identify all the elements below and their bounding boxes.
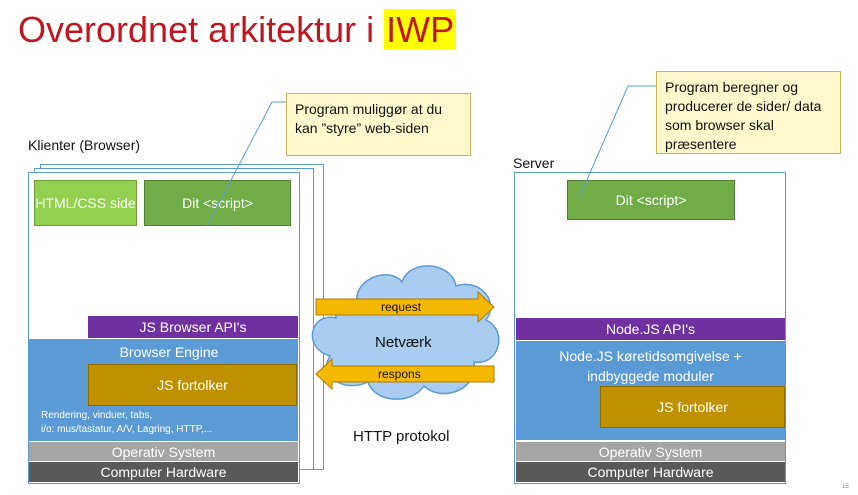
server-runtime-label: Node.JS køretidsomgivelse + indbyggede m…: [559, 348, 742, 384]
network-cloud-label: Netværk: [375, 334, 432, 351]
request-arrow: [315, 290, 495, 324]
client-details-line2: i/o: mus/tastatur, A/V, Lagring, HTTP,..…: [41, 424, 213, 435]
server-label: Server: [513, 155, 555, 171]
http-protocol-label: HTTP protokol: [353, 428, 450, 445]
server-script-box: Dit <script>: [567, 180, 735, 220]
server-note: Program beregner og producerer de sider/…: [656, 71, 841, 154]
client-browser-engine-label: Browser Engine: [119, 344, 219, 360]
callout-lines: [206, 85, 656, 227]
response-label: respons: [378, 367, 421, 381]
client-hardware: Computer Hardware: [29, 462, 298, 482]
client-js-interpreter: JS fortolker: [88, 364, 297, 406]
title-main: Overordnet arkitektur i: [18, 9, 385, 50]
request-label: request: [381, 300, 422, 314]
page-title: Overordnet arkitektur i IWP: [18, 8, 457, 52]
title-highlight: IWP: [384, 9, 457, 50]
server-hardware: Computer Hardware: [516, 462, 785, 482]
server-node-api: Node.JS API's: [516, 318, 785, 340]
client-os: Operativ System: [29, 442, 298, 461]
response-arrow: [315, 357, 495, 391]
server-callout-line: [578, 85, 656, 199]
client-callout-line: [206, 101, 286, 227]
page-number: 15: [842, 484, 849, 490]
server-os: Operativ System: [516, 442, 785, 461]
client-html-css-box: HTML/CSS side: [34, 180, 137, 226]
client-details-line1: Rendering, vinduer, tabs,: [41, 410, 153, 421]
server-js-interpreter: JS fortolker: [600, 386, 785, 428]
client-browser-api: JS Browser API's: [88, 316, 298, 338]
client-label: Klienter (Browser): [28, 137, 141, 153]
client-note: Program muliggør at du kan ”styre” web-s…: [286, 93, 471, 156]
client-script-box: Dit <script>: [144, 180, 291, 226]
